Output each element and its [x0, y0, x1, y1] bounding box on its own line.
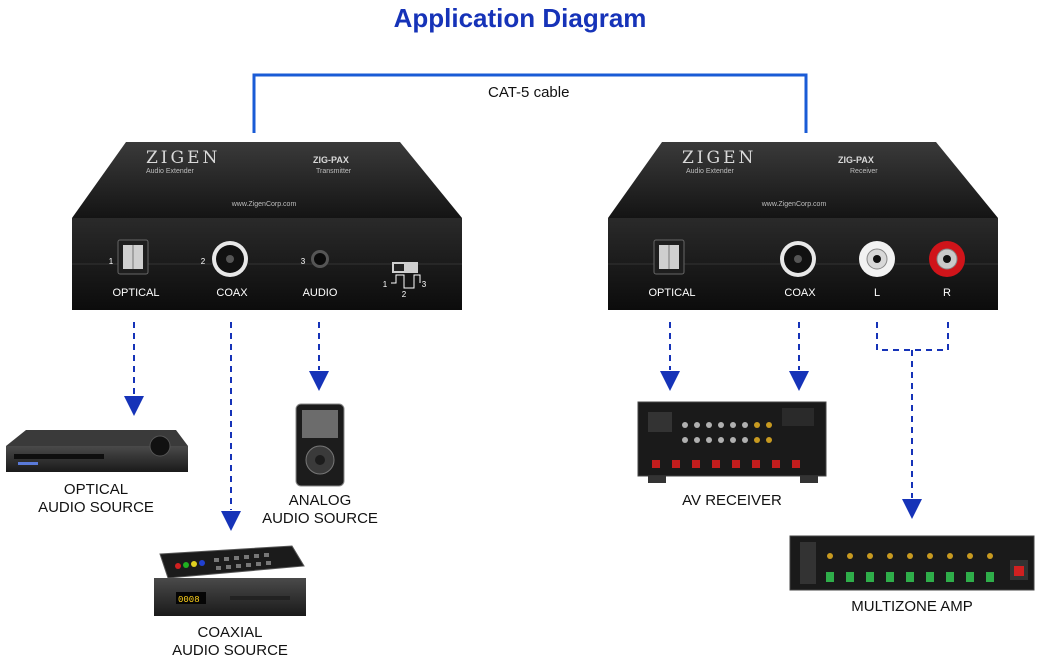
caption-line: AUDIO SOURCE: [172, 642, 288, 659]
arrow-lr-merge: [876, 322, 949, 351]
caption-line: ANALOG: [288, 492, 352, 509]
optical-port-icon: [653, 239, 685, 275]
receiver-brand: ZIGEN: [682, 148, 756, 168]
caption-line: OPTICAL: [63, 481, 129, 498]
arrow-head: [221, 511, 241, 531]
arrow-head: [660, 371, 680, 391]
transmitter-url: www.ZigenCorp.com: [231, 201, 297, 208]
selector-switch-icon: [391, 262, 421, 289]
port-label: R: [943, 287, 951, 299]
analog-source-caption: ANALOG AUDIO SOURCE: [240, 492, 400, 528]
port-label: L: [874, 287, 880, 299]
port-number: 3: [301, 257, 306, 266]
diagram-title: Application Diagram: [393, 3, 647, 33]
arrow-head: [309, 371, 329, 391]
receiver-url: www.ZigenCorp.com: [761, 201, 827, 208]
set-top-box-display: 0008: [178, 595, 200, 605]
transmitter-subtitle: Audio Extender: [146, 168, 195, 175]
port-label: AUDIO: [303, 287, 338, 299]
rca-left-jack-icon: [859, 241, 895, 277]
receiver-subtitle: Audio Extender: [686, 168, 735, 175]
port-label: COAX: [784, 287, 816, 299]
media-player-icon: [295, 403, 345, 487]
caption-line: COAXIAL: [197, 624, 263, 641]
caption-line: MULTIZONE AMP: [851, 598, 973, 615]
audio-jack-icon: [311, 250, 329, 268]
transmitter-brand: ZIGEN: [146, 148, 220, 168]
port-number: 1: [109, 257, 114, 266]
cat5-cable: [252, 73, 808, 133]
av-receiver-caption: AV RECEIVER: [652, 492, 812, 510]
arrow-head: [124, 396, 144, 416]
coaxial-source-caption: COAXIAL AUDIO SOURCE: [150, 624, 310, 660]
port-label: COAX: [216, 287, 248, 299]
port-label: OPTICAL: [112, 287, 159, 299]
receiver-top: [608, 142, 998, 218]
caption-line: AUDIO SOURCE: [38, 499, 154, 516]
remote-control-icon: [159, 545, 305, 579]
caption-line: AV RECEIVER: [682, 492, 782, 509]
av-receiver-icon: [637, 401, 827, 483]
multizone-amp-icon: [789, 535, 1035, 591]
caption-line: AUDIO SOURCE: [262, 510, 378, 527]
rca-right-jack-icon: [929, 241, 965, 277]
coax-jack-icon: [212, 241, 248, 277]
arrow-head: [902, 499, 922, 519]
receiver-role: Receiver: [850, 168, 878, 175]
port-label: OPTICAL: [648, 287, 695, 299]
cable-label: CAT-5 cable: [488, 84, 570, 101]
transmitter-unit: ZIGEN Audio Extender ZIG-PAX Transmitter…: [72, 142, 462, 310]
multizone-amp-caption: MULTIZONE AMP: [832, 598, 992, 616]
optical-source-caption: OPTICAL AUDIO SOURCE: [16, 481, 176, 517]
set-top-box-icon: 0008: [154, 578, 306, 616]
transmitter-model: ZIG-PAX: [313, 155, 349, 165]
port-number: 2: [201, 257, 206, 266]
bluray-player-icon: [6, 430, 188, 472]
transmitter-role: Transmitter: [316, 168, 352, 175]
optical-port-icon: [117, 239, 149, 275]
transmitter-top: [72, 142, 462, 218]
arrow-head: [789, 371, 809, 391]
switch-number: 1: [383, 280, 388, 289]
switch-number: 2: [402, 290, 407, 299]
receiver-unit: ZIGEN Audio Extender ZIG-PAX Receiver ww…: [608, 142, 998, 310]
receiver-model: ZIG-PAX: [838, 155, 874, 165]
switch-number: 3: [422, 280, 427, 289]
coax-jack-icon: [780, 241, 816, 277]
